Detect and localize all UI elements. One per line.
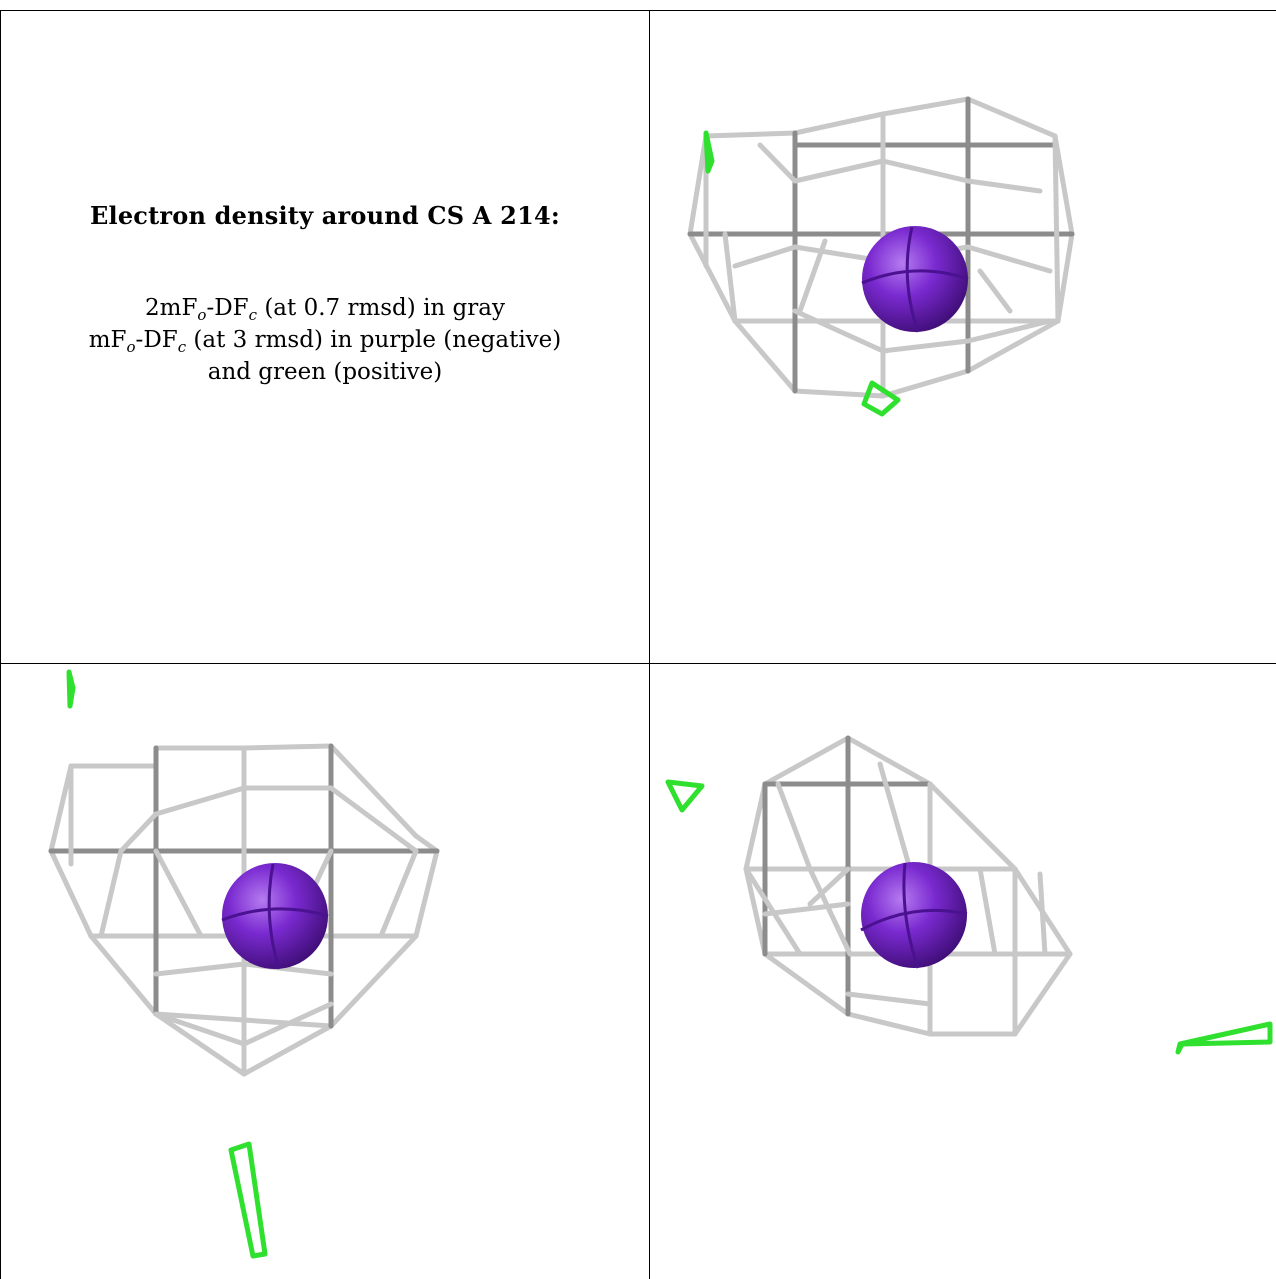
gray-mesh-3	[743, 735, 1073, 1037]
grid-line-middle	[0, 663, 1276, 664]
gray-mesh	[687, 96, 1075, 399]
purple-atom	[861, 226, 969, 333]
green-blobs	[703, 130, 901, 417]
gray-mesh-2	[48, 743, 440, 1077]
caption-line-green: and green (positive)	[207, 359, 443, 385]
purple-atom-3	[860, 862, 968, 969]
caption-line-mfo: mFo-DFc (at 3 rmsd) in purple (negative)	[88, 327, 562, 356]
density-view-2-svg	[48, 669, 440, 1259]
density-view-3	[650, 664, 1276, 1279]
grid-line-top	[0, 10, 1276, 11]
green-blobs-2	[66, 669, 268, 1259]
density-view-3-svg	[665, 735, 1273, 1055]
caption-line-2mfo: 2mFo-DFc (at 0.7 rmsd) in gray	[145, 295, 505, 324]
grid-line-left	[0, 10, 1, 1279]
green-blobs-3	[665, 779, 1273, 1055]
caption-title: Electron density around CS A 214:	[90, 201, 560, 230]
grid-line-center	[649, 10, 650, 1279]
density-view-1-svg	[687, 96, 1075, 417]
caption-panel: Electron density around CS A 214: 2mFo-D…	[1, 11, 649, 663]
purple-atom-2	[221, 863, 329, 970]
density-view-2	[1, 664, 649, 1279]
density-view-1	[650, 11, 1276, 663]
caption: Electron density around CS A 214: 2mFo-D…	[1, 201, 649, 388]
